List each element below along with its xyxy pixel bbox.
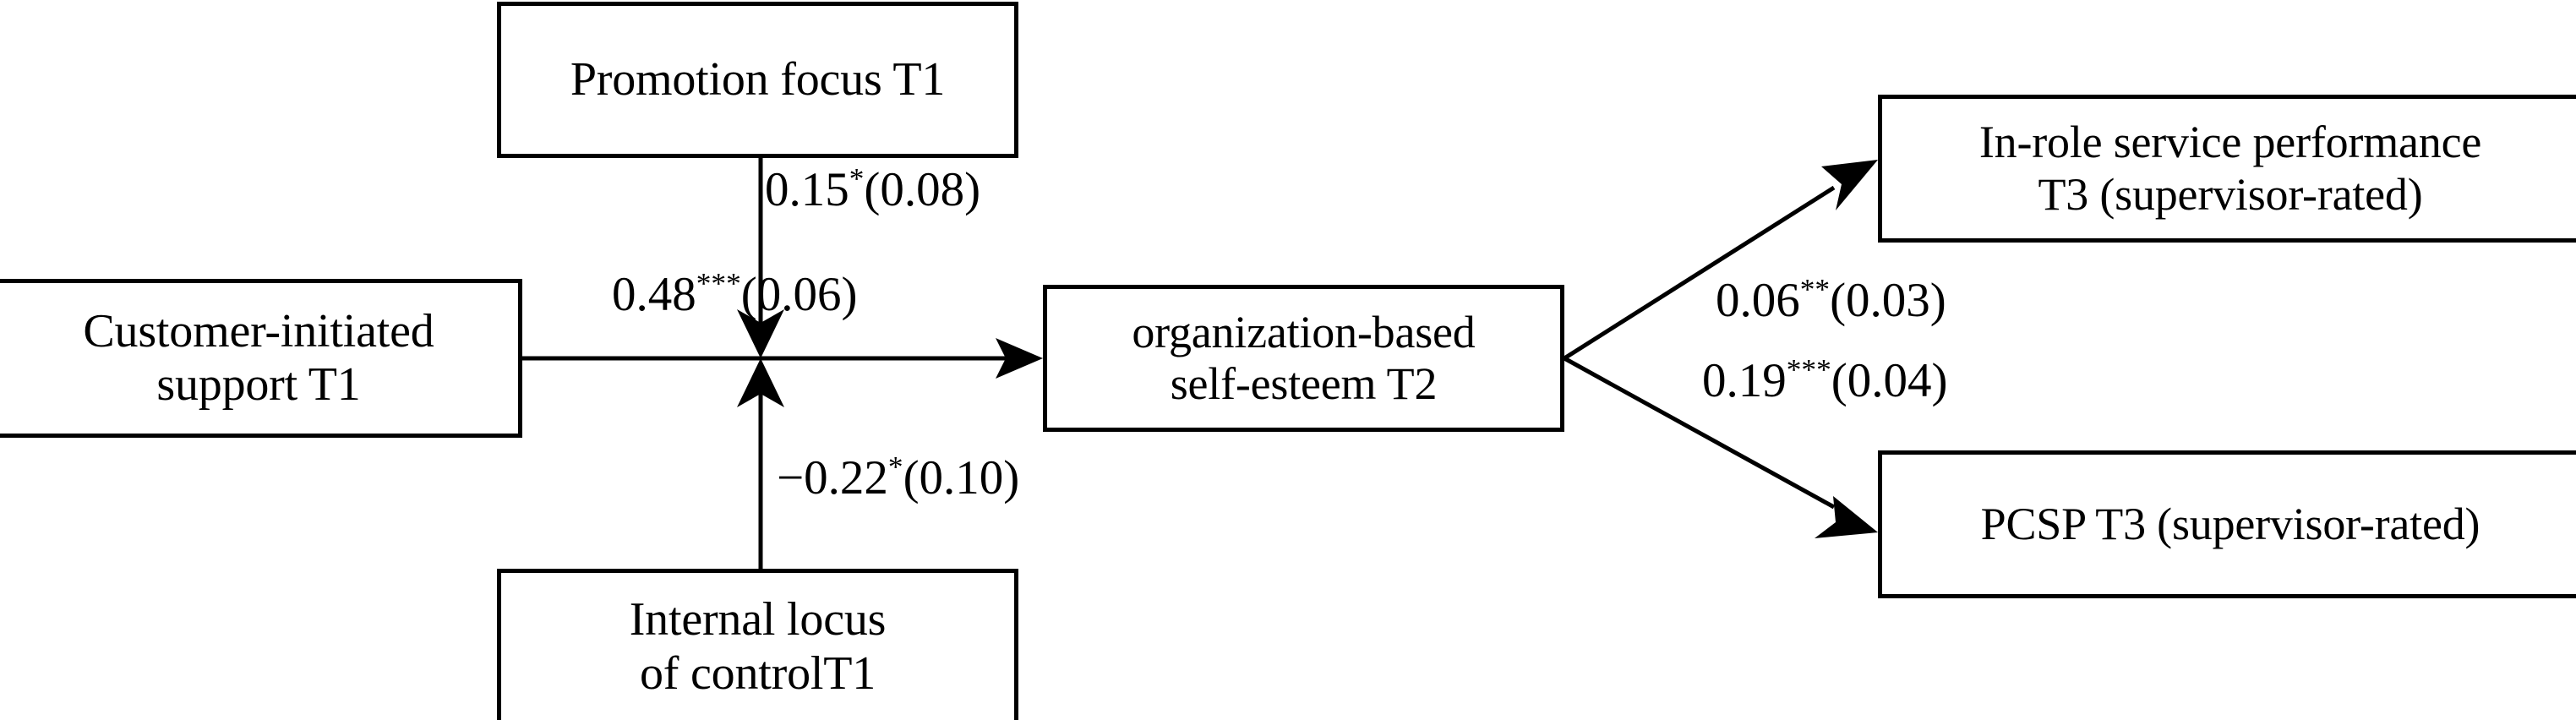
node-in-role-service-performance[interactable]: In-role service performance T3 (supervis…: [1878, 95, 2576, 243]
edge-label-coefficient: 0.48: [612, 268, 696, 321]
edge-label-significance: **: [1799, 273, 1831, 306]
node-pcsp[interactable]: PCSP T3 (supervisor-rated): [1878, 450, 2576, 598]
node-internal-locus-of-control[interactable]: Internal locus of controlT1: [497, 569, 1018, 720]
node-organization-based-self-esteem-label: organization-based self-esteem T2: [1132, 306, 1476, 409]
edge-label-promotion-to-path: 0.15*(0.08): [765, 163, 981, 216]
node-organization-based-self-esteem[interactable]: organization-based self-esteem T2: [1043, 285, 1564, 432]
edge-cis-to-obse: [522, 338, 1043, 379]
edge-label-ilc-to-path: −0.22*(0.10): [777, 451, 1020, 505]
edge-ilc-to-path: [737, 358, 784, 569]
edge-label-obse-to-in-role: 0.06**(0.03): [1716, 273, 1946, 327]
node-in-role-service-performance-label: In-role service performance T3 (supervis…: [1978, 117, 2482, 220]
edge-promotion-to-path: [737, 158, 784, 358]
edge-label-significance: *: [849, 162, 865, 195]
edge-label-significance: *: [887, 450, 903, 483]
edge-label-standard-error: (0.06): [740, 268, 858, 321]
node-promotion-focus[interactable]: Promotion focus T1: [497, 2, 1018, 158]
edge-obse-to-in-role: [1563, 160, 1878, 361]
edge-label-standard-error: (0.08): [864, 163, 981, 216]
edge-label-coefficient: 0.19: [1702, 354, 1787, 407]
edge-label-standard-error: (0.04): [1831, 354, 1948, 407]
edge-label-significance: ***: [1786, 353, 1831, 386]
edge-label-standard-error: (0.03): [1830, 274, 1946, 327]
edge-label-coefficient: 0.15: [765, 163, 849, 216]
node-internal-locus-of-control-label: Internal locus of controlT1: [629, 593, 887, 700]
edge-obse-to-pcsp: [1563, 356, 1878, 538]
node-customer-initiated-support[interactable]: Customer-initiated support T1: [0, 279, 522, 438]
edge-label-coefficient: 0.06: [1716, 274, 1800, 327]
node-pcsp-label: PCSP T3 (supervisor-rated): [1980, 498, 2480, 549]
node-customer-initiated-support-label: Customer-initiated support T1: [83, 304, 434, 411]
edge-label-standard-error: (0.10): [903, 451, 1020, 505]
edge-label-coefficient: −0.22: [777, 451, 888, 505]
edge-label-obse-to-pcsp: 0.19***(0.04): [1702, 354, 1948, 407]
edge-label-cis-to-obse: 0.48***(0.06): [612, 267, 858, 321]
edge-label-significance: ***: [696, 267, 741, 300]
node-promotion-focus-label: Promotion focus T1: [570, 52, 946, 106]
